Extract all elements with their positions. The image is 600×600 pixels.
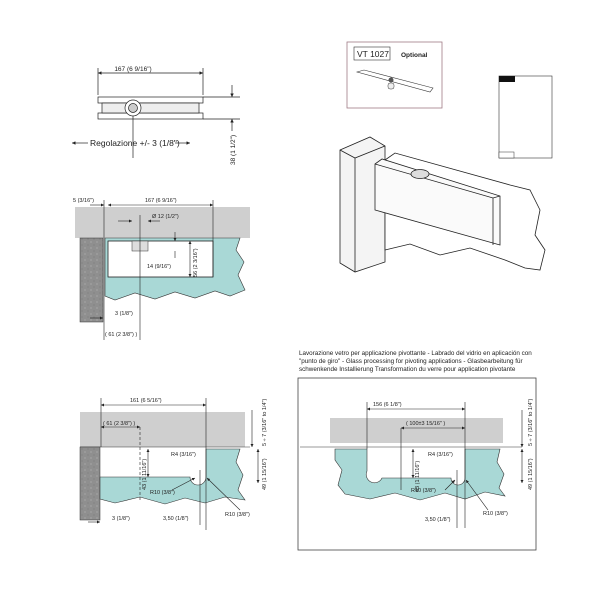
optional-part-box [346,41,443,109]
page-thumbnail-icon [498,75,553,159]
proc-offset-dim: 3,50 (1/8") [425,517,451,523]
glass-wall-section [79,398,260,530]
wall-axis-dim: ( 61 (2 3/8") ) [103,421,135,427]
fitting-section [75,200,250,340]
proc-clearance-dim: 5 ÷ 7 (3/16" to 1/4") [528,399,534,446]
fitting-gap-dim: 3 (1/8") [115,311,133,317]
fitting-hole-dim: Ø 12 (1/2") [152,214,179,220]
wall-radius-right: R10 (3/8") [225,512,250,518]
top-view [72,68,240,158]
adjustment-label: Regolazione +/- 3 (1/8") [90,138,180,148]
optional-part-code: VT 1027 [357,49,389,59]
wall-width-dim: 161 (6 5/16") [130,398,162,404]
wall-clearance-dim: 5 ÷ 7 (3/16" to 1/4") [262,399,268,446]
proc-depth-dim: 43 (1 11/16") [415,461,421,492]
pivot-plate-icon [355,69,434,93]
fitting-axis-dim: ( 61 (2 3/8") ) [105,332,137,338]
wall-radius-small: R4 (3/16") [171,452,196,458]
fitting-offset-dim: 5 (3/16") [73,198,94,204]
top-width-dim: 167 (6 9/16") [114,66,151,73]
proc-width-dim: 156 (6 1/8") [373,402,402,408]
proc-radius-small: R4 (3/16") [428,452,453,458]
top-height-dim: 38 (1 1/2") [230,135,237,165]
proc-radius-left: R10 (3/8") [411,488,436,494]
wall-depth-dim: 43 (1 11/16") [142,459,148,490]
wall-offset-dim: 3,50 (1/8") [163,516,189,522]
proc-axis-dim: ( 100±3 15/16" ) [406,421,445,427]
glass-processing-description: Lavorazione vetro per applicazione pivot… [299,350,532,373]
optional-part-label: Optional [401,52,428,59]
proc-radius-right: R10 (3/8") [483,511,508,517]
fitting-width-dim: 167 (6 9/16") [145,198,177,204]
wall-radius-left: R10 (3/8") [150,490,175,496]
fitting-hole-depth: 14 (9/16") [147,264,171,270]
isometric-view [340,137,546,273]
glass-processing-section [300,402,524,528]
proc-height-dim: 49 (1 15/16") [528,458,534,490]
wall-height-dim: 49 (1 15/16") [262,458,268,490]
fitting-height-dim: 56 (2 3/16") [193,248,199,277]
wall-gap-dim: 3 (1/8") [112,516,130,522]
